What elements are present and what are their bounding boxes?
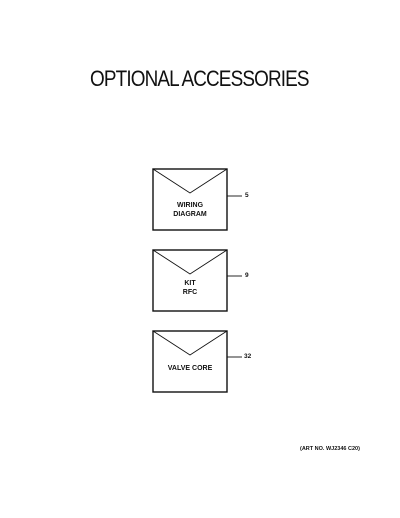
label-line: VALVE CORE — [167, 365, 213, 372]
kit-rfc-label: KIT RFC — [153, 279, 227, 297]
envelope-flap — [152, 168, 228, 194]
label-line: RFC — [182, 289, 198, 296]
valve-core-label: VALVE CORE — [153, 364, 227, 373]
label-line: WIRING — [176, 202, 204, 209]
label-line: DIAGRAM — [173, 211, 207, 218]
art-number: (ART NO. WJ2346 C20) — [300, 446, 360, 452]
envelope-icon — [152, 330, 228, 393]
callout-number: 5 — [245, 192, 249, 199]
accessory-wiring-diagram — [152, 168, 242, 231]
envelope-icon — [152, 168, 228, 231]
wiring-diagram-label: WIRING DIAGRAM — [153, 201, 227, 219]
label-line: KIT — [184, 280, 196, 287]
envelope-flap — [152, 249, 228, 275]
accessory-kit-rfc — [152, 249, 242, 312]
envelope-icon — [152, 249, 228, 312]
envelope-flap — [152, 330, 228, 356]
page-title: OPTIONAL ACCESSORIES — [90, 66, 310, 91]
callout-number: 32 — [244, 353, 252, 360]
accessory-valve-core — [152, 330, 242, 393]
callout-number: 9 — [245, 272, 249, 279]
